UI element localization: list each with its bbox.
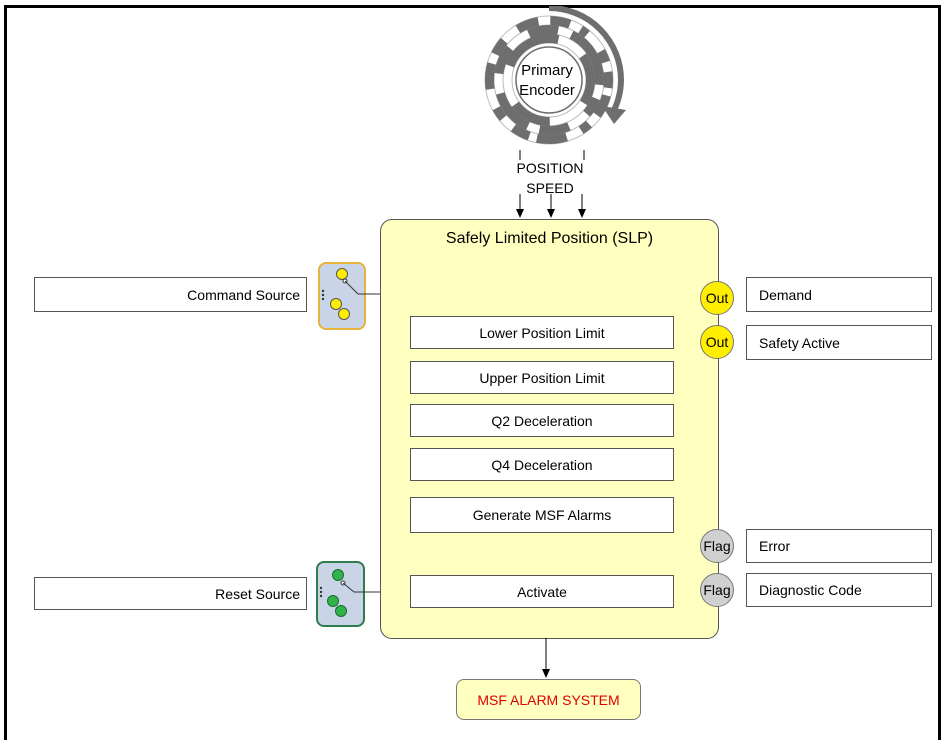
safety-active-output-field[interactable]: Safety Active bbox=[746, 325, 932, 360]
param-lower-position-limit[interactable]: Lower Position Limit bbox=[410, 316, 674, 349]
param-generate-msf-alarms[interactable]: Generate MSF Alarms bbox=[410, 497, 674, 533]
param-upper-position-limit[interactable]: Upper Position Limit bbox=[410, 361, 674, 394]
slp-title: Safely Limited Position (SLP) bbox=[445, 230, 654, 247]
command-selector-switch-icon bbox=[321, 268, 380, 320]
reset-selector-switch-icon bbox=[319, 569, 380, 617]
diagram-frame bbox=[4, 5, 941, 740]
demand-out-badge: Out bbox=[700, 281, 734, 315]
msf-alarm-system[interactable]: MSF ALARM SYSTEM bbox=[456, 679, 641, 720]
encoder-label-line1: Primary bbox=[521, 62, 573, 79]
demand-output-field[interactable]: Demand bbox=[746, 277, 932, 312]
param-q2-deceleration[interactable]: Q2 Deceleration bbox=[410, 404, 674, 437]
command-source-field[interactable]: Command Source bbox=[34, 277, 307, 312]
encoder-signal-arrows bbox=[516, 150, 586, 218]
param-activate[interactable]: Activate bbox=[410, 575, 674, 608]
diagnostic-code-output-field[interactable]: Diagnostic Code bbox=[746, 573, 932, 607]
encoder-wheel-icon bbox=[484, 6, 626, 145]
position-signal-label: POSITION bbox=[516, 160, 584, 176]
diagnostic-code-flag-badge: Flag bbox=[700, 573, 734, 607]
alarm-arrow bbox=[542, 638, 550, 678]
error-flag-badge: Flag bbox=[700, 529, 734, 563]
speed-signal-label: SPEED bbox=[526, 180, 574, 196]
encoder-label-line2: Encoder bbox=[519, 82, 575, 99]
reset-source-field[interactable]: Reset Source bbox=[34, 577, 307, 610]
safety-active-out-badge: Out bbox=[700, 325, 734, 359]
error-output-field[interactable]: Error bbox=[746, 529, 932, 563]
param-q4-deceleration[interactable]: Q4 Deceleration bbox=[410, 448, 674, 481]
